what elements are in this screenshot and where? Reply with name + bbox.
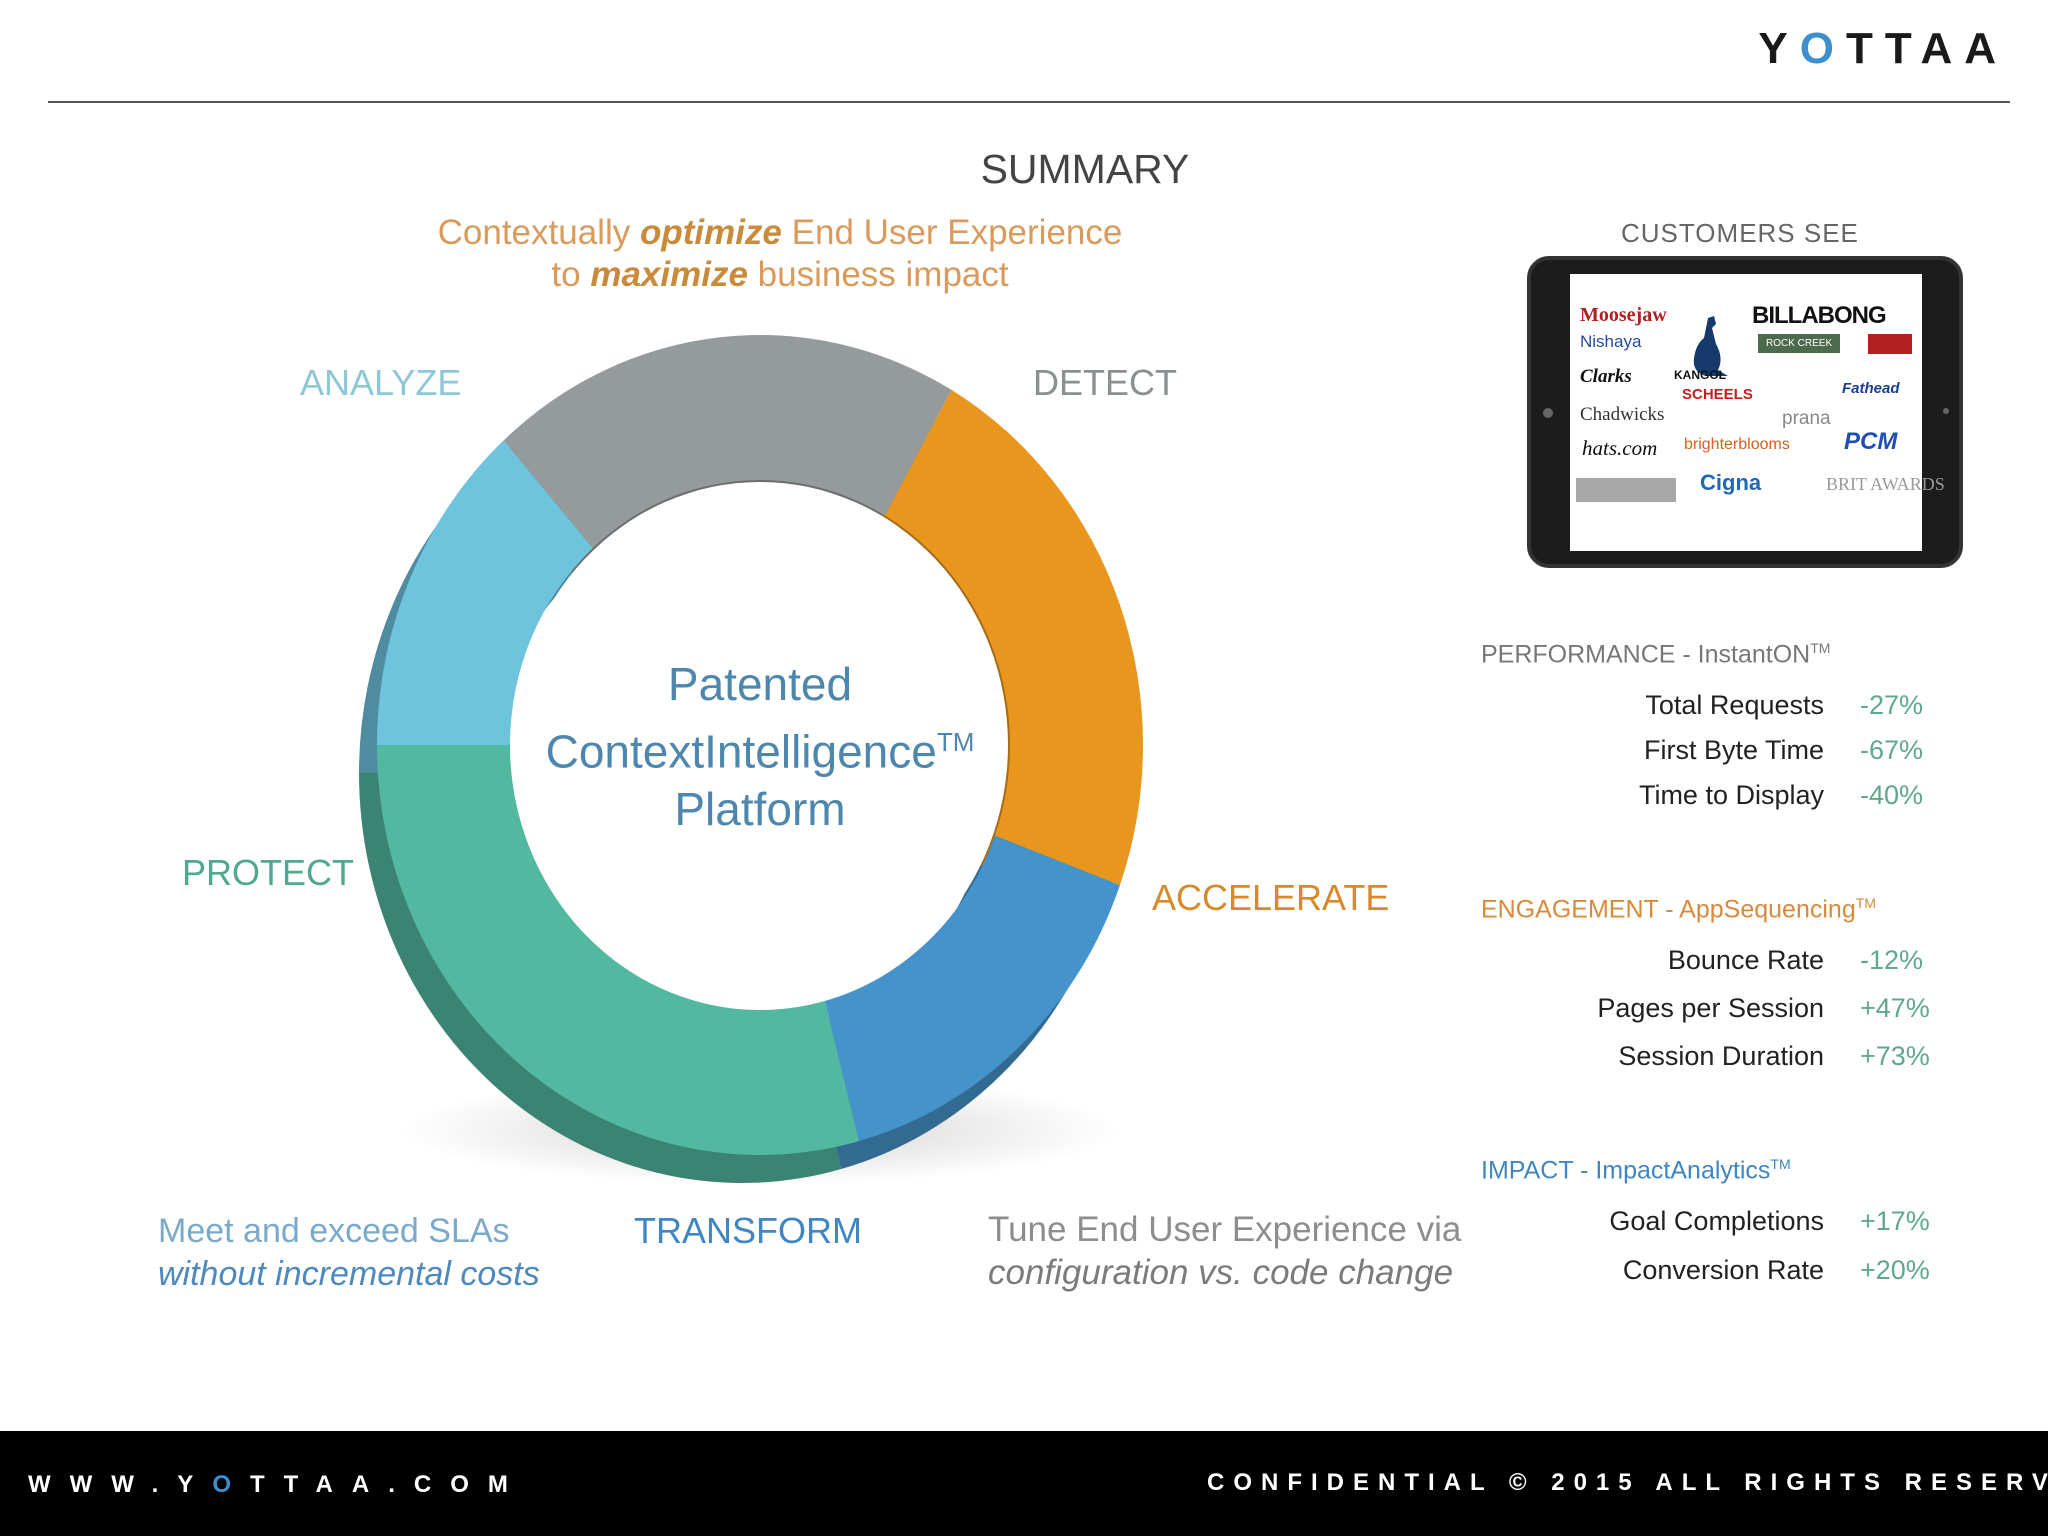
page-title: SUMMARY — [980, 146, 1190, 192]
brand-logo: Chadwicks — [1580, 404, 1665, 425]
metric-value: -27% — [1860, 690, 1924, 720]
ring-segment-protect — [377, 745, 860, 1156]
brand-logo: BRIT AWARDS — [1826, 474, 1945, 494]
tablet-camera-icon — [1543, 408, 1553, 418]
note-left-line-2: without incremental costs — [158, 1255, 540, 1293]
metric-label: Session Duration — [1618, 1041, 1824, 1071]
brand-badge-icon — [1868, 334, 1912, 354]
footer: WWW.YOTTAA.COM CONFIDENTIAL © 2015 ALL R… — [0, 1431, 2048, 1536]
brand-logo: PCM — [1844, 428, 1898, 455]
brand-logo: ROCK CREEK — [1758, 334, 1841, 353]
subtitle-text: End User Experience — [781, 213, 1123, 252]
center-line-1: Patented — [667, 658, 853, 710]
metric-label: First Byte Time — [1643, 735, 1824, 765]
trademark: TM — [1810, 640, 1831, 656]
metric-value: +20% — [1860, 1255, 1930, 1285]
metric-value: +73% — [1860, 1041, 1930, 1071]
metric-value: +17% — [1860, 1206, 1930, 1236]
metric-group-heading: ENGAGEMENT - AppSequencingTM — [1481, 895, 1876, 924]
subtitle-text: Contextually — [437, 213, 640, 252]
metric-label: Pages per Session — [1597, 993, 1824, 1023]
metric-group-title: PERFORMANCE - InstantON — [1481, 640, 1811, 669]
note-protect: Meet and exceed SLAs without incremental… — [158, 1210, 540, 1296]
center-line-3: Platform — [674, 783, 846, 836]
logo-accent-letter: O — [1799, 24, 1846, 73]
metric-value: -12% — [1860, 945, 1924, 975]
tablet-home-button-icon — [1943, 408, 1949, 414]
segment-label-detect: DETECT — [1033, 362, 1177, 403]
footer-url-text-end: TTAA.COM — [249, 1471, 527, 1498]
footer-website[interactable]: WWW.YOTTAA.COM — [28, 1471, 527, 1499]
note-right-line-1: Tune End User Experience via — [988, 1210, 1462, 1249]
trademark: TM — [1855, 895, 1876, 911]
metric-group-title: ENGAGEMENT - AppSequencing — [1481, 895, 1856, 924]
footer-url-accent: O — [212, 1471, 250, 1498]
segment-label-analyze: ANALYZE — [300, 362, 462, 403]
subtitle-text: to — [551, 255, 591, 294]
metric-group-title: IMPACT - ImpactAnalytics — [1481, 1156, 1771, 1185]
metric-label: Bounce Rate — [1667, 945, 1824, 975]
subtitle: Contextually optimize End User Experienc… — [430, 212, 1130, 296]
brand-logo: Nishaya — [1580, 332, 1642, 351]
note-right-line-2: configuration vs. code change — [988, 1253, 1454, 1292]
ring-segment-analyze — [377, 440, 593, 745]
footer-url-text: WWW.Y — [28, 1471, 213, 1498]
ring-center — [512, 482, 1008, 1008]
subtitle-text: business impact — [747, 255, 1009, 294]
metric-value: +47% — [1860, 993, 1930, 1023]
yottaa-logo: YOTTAA — [1758, 24, 2008, 74]
metric-group-heading: IMPACT - ImpactAnalyticsTM — [1481, 1156, 1791, 1185]
brand-logo: hats.com — [1582, 436, 1658, 460]
metric-label: Time to Display — [1638, 780, 1824, 810]
tablet-device: Moosejaw Nishaya BILLABONG ROCK CREEK Cl… — [1527, 256, 1963, 568]
brand-logo: Clarks — [1580, 366, 1632, 387]
metric-group-heading: PERFORMANCE - InstantONTM — [1481, 640, 1830, 669]
segment-label-transform: TRANSFORM — [634, 1210, 862, 1251]
logo-text-end: TTAA — [1845, 24, 2008, 73]
brand-logo: Moosejaw — [1580, 304, 1667, 326]
ring-segment-detect — [503, 334, 952, 549]
trademark: TM — [936, 727, 975, 757]
brand-logo: brighterblooms — [1684, 436, 1790, 453]
ring-segment-transform — [824, 835, 1120, 1142]
brand-logo: BILLABONG — [1752, 302, 1887, 329]
note-transform: Tune End User Experience via configurati… — [988, 1208, 1461, 1294]
platform-cycle-ring — [359, 334, 1143, 1185]
metric-label: Conversion Rate — [1622, 1255, 1824, 1285]
brand-logo: Cigna — [1700, 470, 1762, 495]
metric-value: -67% — [1860, 735, 1924, 765]
header-divider — [48, 101, 2010, 103]
kangaroo-icon — [1678, 314, 1734, 383]
center-line-2: ContextIntelligence — [545, 725, 937, 778]
brand-banner-icon — [1576, 478, 1676, 502]
ring-segment-accelerate — [885, 389, 1143, 886]
logo-text: Y — [1758, 24, 1800, 73]
footer-confidential: CONFIDENTIAL © 2015 ALL RIGHTS RESERVED — [1207, 1469, 2048, 1496]
subtitle-emphasis-maximize: maximize — [590, 255, 748, 294]
segment-label-protect: PROTECT — [182, 852, 355, 893]
metric-label: Total Requests — [1645, 690, 1824, 720]
subtitle-emphasis-optimize: optimize — [639, 213, 782, 252]
brand-logo: Fathead — [1842, 380, 1900, 397]
brand-logo: KANGOL — [1674, 368, 1726, 382]
customer-logo-screen: Moosejaw Nishaya BILLABONG ROCK CREEK Cl… — [1570, 274, 1945, 551]
segment-label-accelerate: ACCELERATE — [1152, 877, 1390, 918]
ring-face — [377, 334, 1143, 1156]
customers-heading: CUSTOMERS SEE — [1621, 218, 1859, 248]
metric-label: Goal Completions — [1609, 1206, 1824, 1236]
brand-logo: prana — [1782, 408, 1831, 429]
note-left-line-1: Meet and exceed SLAs — [158, 1212, 510, 1250]
brand-logo: SCHEELS — [1682, 386, 1753, 403]
platform-center-text: Patented ContextIntelligenceTM Platform — [500, 655, 1020, 838]
metric-value: -40% — [1860, 780, 1924, 810]
trademark: TM — [1770, 1156, 1791, 1172]
